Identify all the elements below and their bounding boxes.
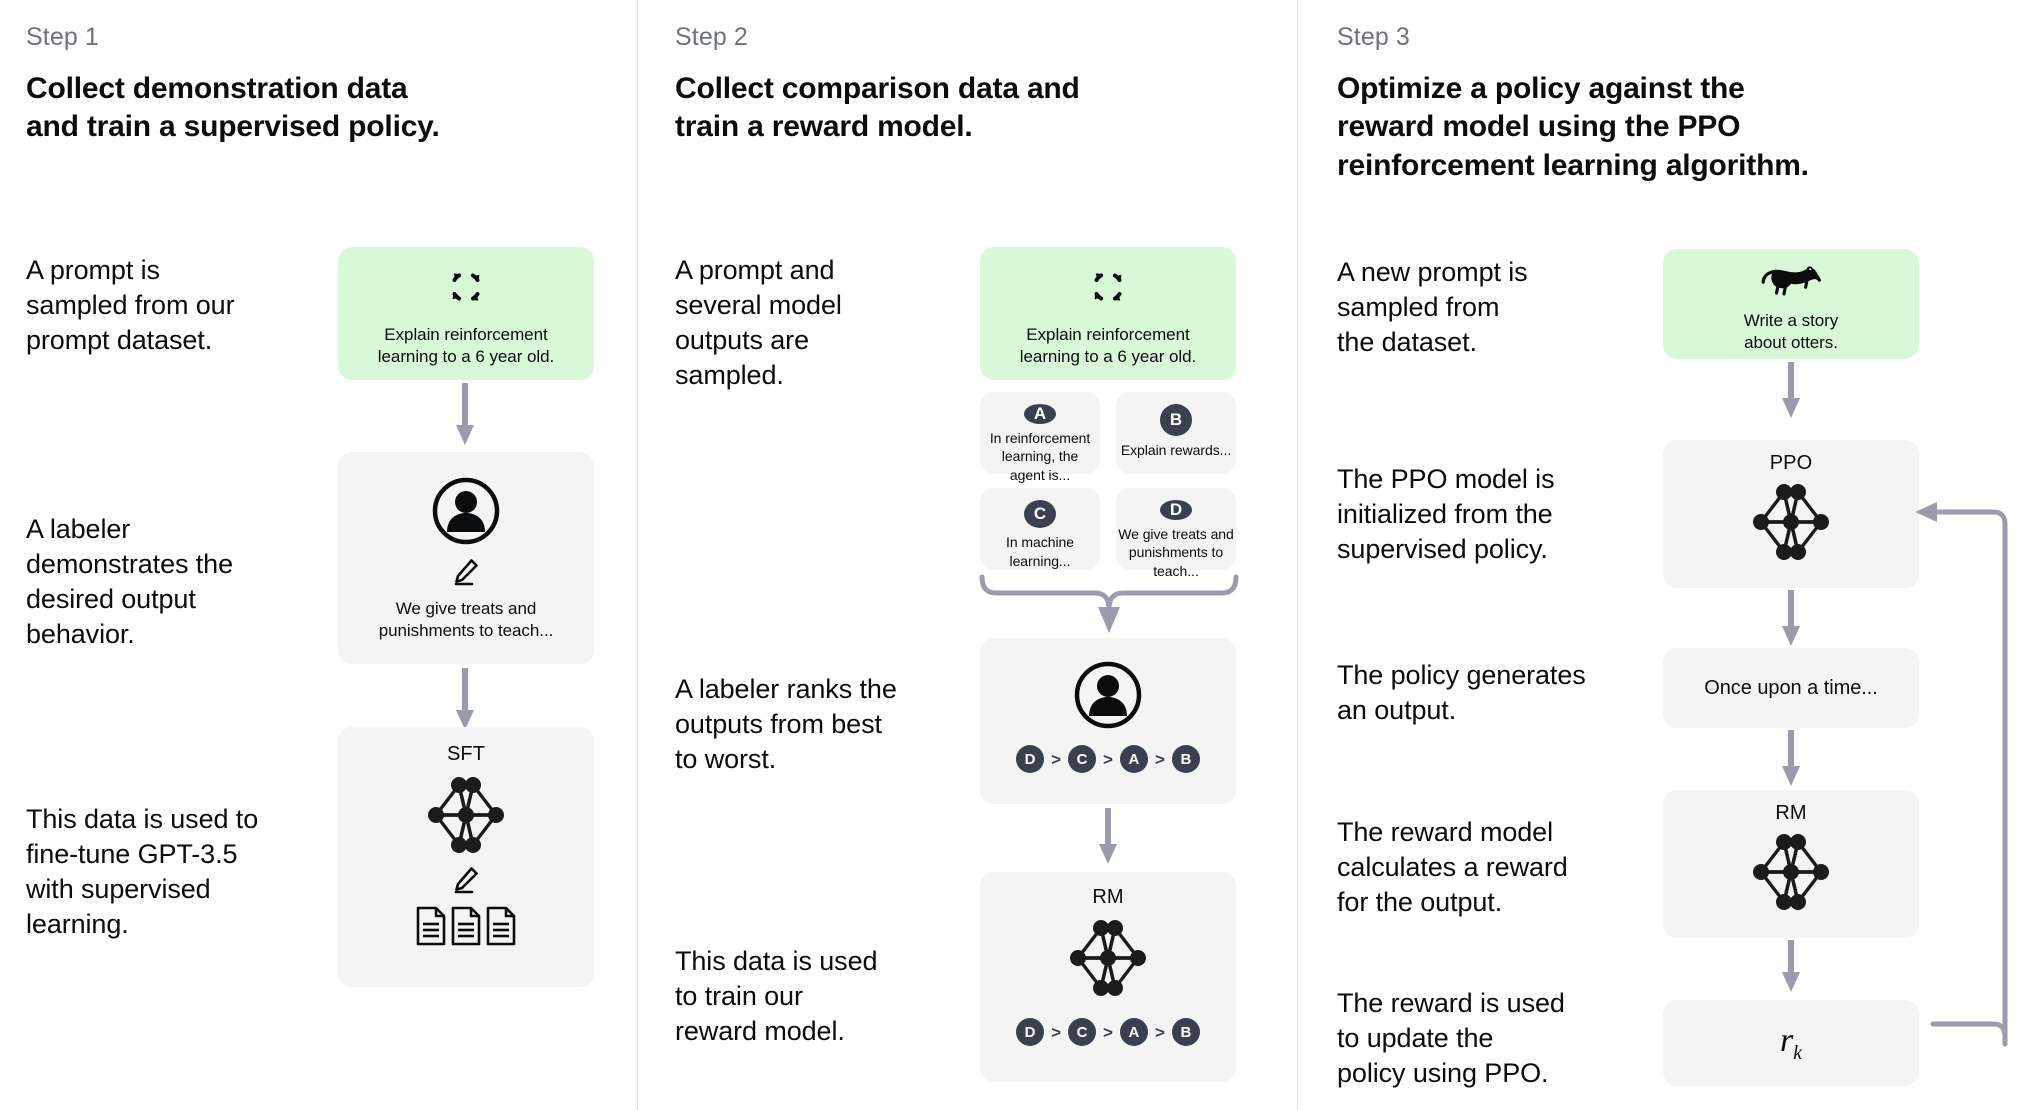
ppo-model-title: PPO: [1769, 452, 1813, 474]
prompt-card-step2[interactable]: Explain reinforcement learning to a 6 ye…: [980, 247, 1236, 380]
arrow-ppo-to-output: [1781, 590, 1801, 648]
caption-3-5: The reward is used to update the policy …: [1337, 988, 1565, 1089]
rank-badge-4: B: [1171, 1018, 1200, 1046]
pencil-icon: [451, 865, 481, 900]
ppo-model-card[interactable]: PPO: [1663, 440, 1919, 588]
documents-icon: [414, 904, 518, 953]
neural-network-icon: [1739, 479, 1843, 570]
caption-3-4: The reward model calculates a reward for…: [1337, 817, 1568, 918]
reward-symbol: rk: [1779, 1021, 1803, 1064]
rm-model-title-step3: RM: [1775, 802, 1807, 824]
output-option-b-text: Explain rewards...: [1120, 442, 1232, 458]
labeler-card-text-step1: We give treats and punishments to teach.…: [378, 599, 554, 641]
rank-badge-2: C: [1068, 1018, 1097, 1046]
arrow-prompt-to-labeler-step1: [455, 383, 475, 447]
prompt-card-step1[interactable]: Explain reinforcement learning to a 6 ye…: [338, 247, 594, 380]
column-step-3: Step 3 Optimize a policy against the rew…: [1297, 0, 2021, 1110]
person-icon: [431, 476, 501, 551]
arrow-ranking-to-rm-step2: [1098, 808, 1118, 866]
rank-badge-3: A: [1119, 745, 1148, 773]
option-badge-c: C: [1024, 500, 1056, 529]
step-title-3: Optimize a policy against the reward mod…: [1337, 72, 1809, 182]
prompt-card-step3[interactable]: Write a story about otters.: [1663, 249, 1919, 359]
step-label-3: Step 3: [1337, 23, 1410, 51]
neural-network-icon: [414, 772, 518, 863]
column-step-2: Step 2 Collect comparison data and train…: [637, 0, 1297, 1110]
column-divider-2: [1297, 0, 1298, 1110]
option-badge-b: B: [1160, 404, 1192, 436]
rank-separator: >: [1103, 1022, 1113, 1042]
ranking-row-rm: D > C > A > B: [1016, 1018, 1200, 1046]
generated-output-card[interactable]: Once upon a time...: [1663, 648, 1919, 728]
prompt-card-text-step2: Explain reinforcement learning to a 6 ye…: [1019, 325, 1197, 367]
caption-3-1: A new prompt is sampled from the dataset…: [1337, 257, 1528, 358]
column-step-1: Step 1 Collect demonstration data and tr…: [0, 0, 637, 1110]
reward-value-card[interactable]: rk: [1663, 1000, 1919, 1086]
caption-2-2: A labeler ranks the outputs from best to…: [675, 674, 897, 775]
arrow-output-to-rm: [1781, 730, 1801, 788]
rank-separator: >: [1103, 749, 1113, 769]
rm-model-card-step3[interactable]: RM: [1663, 790, 1919, 938]
generated-output-text: Once upon a time...: [1704, 676, 1878, 699]
output-option-b[interactable]: B Explain rewards...: [1116, 392, 1236, 474]
feedback-loop-arrow-reward-to-ppo: [1909, 488, 2019, 1048]
neural-network-icon: [1056, 915, 1160, 1006]
rank-separator: >: [1051, 1022, 1062, 1042]
caption-3-3: The policy generates an output.: [1337, 660, 1586, 726]
prompt-card-text-step1: Explain reinforcement learning to a 6 ye…: [377, 325, 555, 367]
arrow-labeler-to-sft-step1: [455, 668, 475, 732]
cycle-icon: [444, 265, 488, 314]
step-label-2: Step 2: [675, 23, 748, 51]
rm-model-title-step2: RM: [1092, 886, 1124, 908]
arrow-prompt-to-ppo: [1781, 362, 1801, 420]
otter-icon: [1758, 263, 1824, 302]
output-option-c-text: In machine learning...: [1006, 534, 1074, 569]
option-badge-d: D: [1160, 500, 1192, 520]
caption-1-3: This data is used to fine-tune GPT-3.5 w…: [26, 804, 259, 940]
brace-connector-outputs-to-labeler: [978, 571, 1240, 637]
caption-2-1: A prompt and several model outputs are s…: [675, 255, 842, 391]
output-option-a-text: In reinforcement learning, the agent is.…: [989, 430, 1091, 483]
sft-model-title: SFT: [446, 743, 486, 765]
rank-badge-3: A: [1119, 1018, 1148, 1046]
step-label-1: Step 1: [26, 23, 99, 51]
labeler-ranking-card[interactable]: D > C > A > B: [980, 638, 1236, 804]
caption-2-3: This data is used to train our reward mo…: [675, 946, 878, 1047]
rank-separator: >: [1154, 749, 1165, 769]
rank-badge-1: D: [1016, 1018, 1045, 1046]
rm-model-card-step2[interactable]: RM: [980, 872, 1236, 1082]
neural-network-icon: [1739, 829, 1843, 920]
arrow-rm-to-reward: [1781, 940, 1801, 994]
output-option-d[interactable]: D We give treats and punishments to teac…: [1116, 488, 1236, 579]
sft-model-card-step1[interactable]: SFT: [338, 727, 594, 987]
ranking-row-labeler: D > C > A > B: [1016, 745, 1200, 773]
caption-1-2: A labeler demonstrates the desired outpu…: [26, 514, 234, 650]
output-option-a[interactable]: A In reinforcement learning, the agent i…: [980, 392, 1100, 483]
pencil-icon: [451, 557, 481, 592]
rank-badge-2: C: [1068, 745, 1097, 773]
rank-separator: >: [1051, 749, 1062, 769]
rank-badge-4: B: [1171, 745, 1200, 773]
rank-separator: >: [1154, 1022, 1165, 1042]
caption-3-2: The PPO model is initialized from the su…: [1337, 464, 1555, 565]
caption-1-1: A prompt is sampled from our prompt data…: [26, 255, 235, 356]
cycle-icon: [1086, 265, 1130, 314]
person-icon: [1073, 660, 1143, 735]
column-divider-1: [637, 0, 638, 1110]
output-option-c[interactable]: C In machine learning...: [980, 488, 1100, 570]
step-title-2: Collect comparison data and train a rewa…: [675, 72, 1080, 144]
output-option-d-text: We give treats and punishments to teach.…: [1118, 526, 1234, 579]
rank-badge-1: D: [1016, 745, 1045, 773]
labeler-card-step1[interactable]: We give treats and punishments to teach.…: [338, 452, 594, 664]
option-badge-a: A: [1024, 404, 1056, 424]
prompt-card-text-step3: Write a story about otters.: [1743, 311, 1839, 353]
step-title-1: Collect demonstration data and train a s…: [26, 72, 440, 144]
